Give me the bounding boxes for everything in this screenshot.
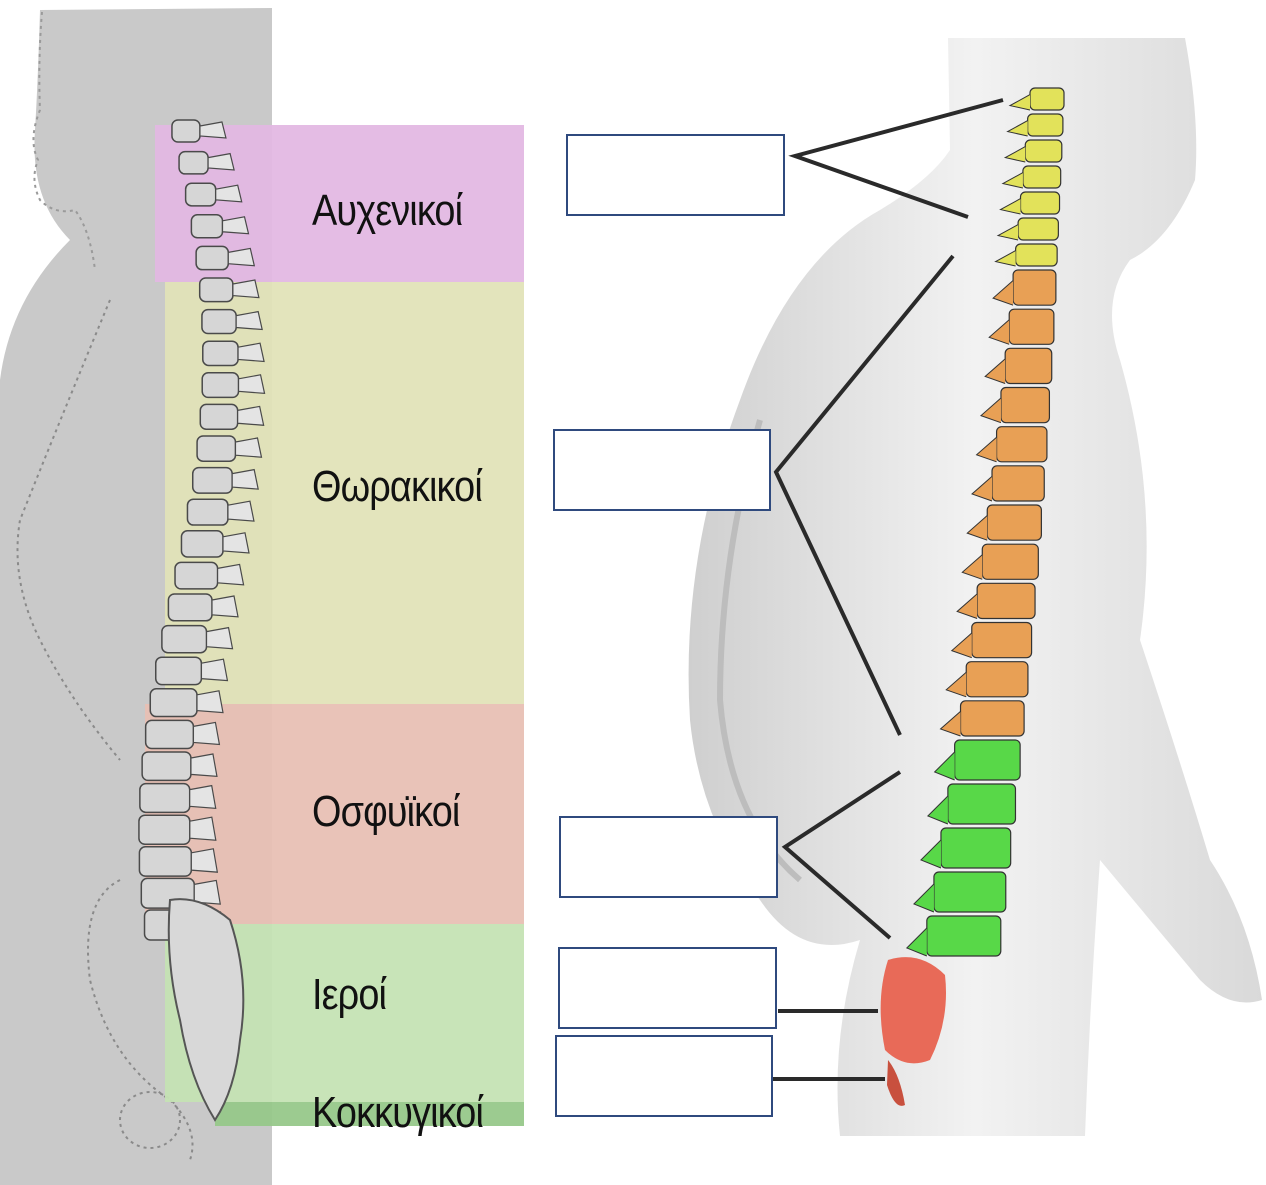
model-vertebra: [1016, 244, 1058, 266]
model-vertebra: [927, 916, 1001, 956]
model-vertebra: [961, 701, 1025, 736]
model-vertebra: [1030, 88, 1064, 110]
model-vertebra: [941, 828, 1011, 868]
model-vertebra: [948, 784, 1016, 824]
model-vertebra: [992, 466, 1044, 501]
model-vertebra: [1005, 348, 1052, 383]
model-vertebra: [1001, 388, 1049, 423]
answer-box-sacral[interactable]: [558, 947, 777, 1029]
answer-box-cervical[interactable]: [566, 134, 785, 216]
model-vertebra: [1021, 192, 1060, 214]
model-vertebra: [1013, 270, 1056, 305]
model-vertebra: [982, 544, 1038, 579]
answer-box-thoracic[interactable]: [553, 429, 771, 511]
model-vertebra: [1023, 166, 1061, 188]
answer-box-lumbar[interactable]: [559, 816, 778, 898]
model-vertebra: [955, 740, 1020, 780]
model-vertebra: [1018, 218, 1058, 240]
answer-box-coccygeal[interactable]: [555, 1035, 773, 1117]
model-vertebra: [972, 623, 1032, 658]
model-vertebra: [966, 662, 1028, 697]
model-vertebra: [934, 872, 1006, 912]
model-vertebra: [1025, 140, 1062, 162]
model-vertebra: [977, 583, 1035, 618]
model-vertebra: [987, 505, 1041, 540]
model-vertebra: [997, 427, 1047, 462]
model-vertebra: [1009, 309, 1054, 344]
model-vertebra: [1028, 114, 1063, 136]
